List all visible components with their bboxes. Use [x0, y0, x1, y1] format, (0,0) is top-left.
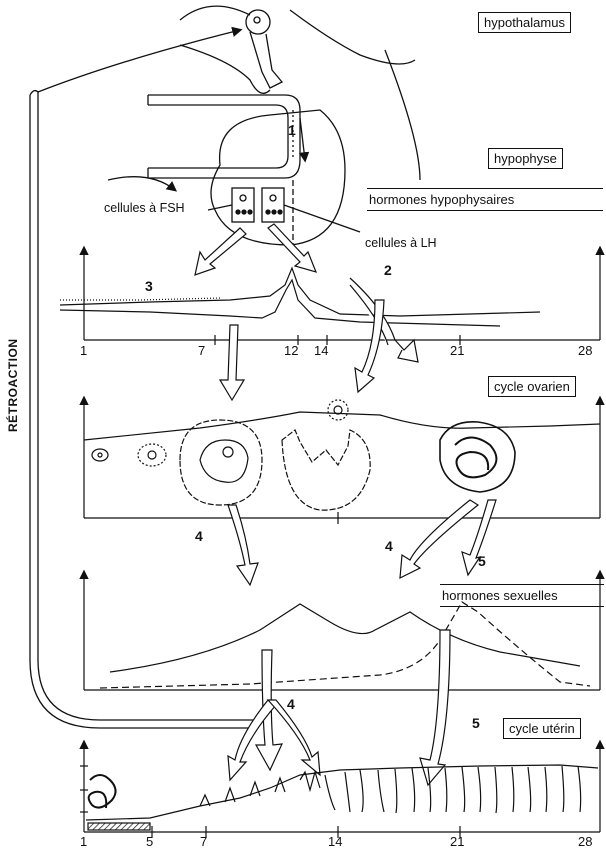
- graph-hormones-hypophysaires: [60, 248, 600, 345]
- step-number-5b: 5: [472, 715, 480, 731]
- tick-label: 14: [314, 343, 328, 358]
- tick-label: 21: [450, 343, 464, 358]
- label-hypothalamus: hypothalamus: [478, 12, 571, 33]
- step-number-4b: 4: [385, 538, 393, 554]
- tick-label: 28: [578, 343, 592, 358]
- graph-cycle-uterin: [80, 742, 600, 838]
- tick-label: 5: [146, 834, 153, 849]
- tick-label: 14: [328, 834, 342, 849]
- tick-label: 7: [200, 834, 207, 849]
- label-cycle-uterin: cycle utérin: [503, 718, 581, 739]
- step-number-2: 2: [384, 262, 392, 278]
- step-number-4a: 4: [195, 528, 203, 544]
- label-cellules-fsh: cellules à FSH: [104, 201, 185, 215]
- label-retroaction: RÉTROACTION: [6, 339, 20, 433]
- tick-label: 1: [80, 343, 87, 358]
- tick-label: 7: [198, 343, 205, 358]
- portal-vessel: [148, 95, 300, 178]
- label-hormones-hypophysaires: hormones hypophysaires: [367, 188, 603, 211]
- tick-label: 28: [578, 834, 592, 849]
- graph-cycle-ovarien: [84, 398, 600, 524]
- label-cycle-ovarien: cycle ovarien: [488, 376, 576, 397]
- retroaction-loop: [30, 30, 255, 728]
- flow-arrows-upper: [195, 224, 418, 400]
- step-number-1: 1: [288, 122, 296, 138]
- tick-label: 1: [80, 834, 87, 849]
- step-number-3: 3: [145, 278, 153, 294]
- label-hormones-sexuelles: hormones sexuelles: [440, 584, 604, 607]
- tick-label: 12: [284, 343, 298, 358]
- label-hypophyse: hypophyse: [488, 148, 563, 169]
- label-cellules-lh: cellules à LH: [365, 236, 437, 250]
- flow-arrows-lower: [228, 630, 450, 785]
- step-number-5a: 5: [478, 553, 486, 569]
- step-number-4c: 4: [287, 696, 295, 712]
- flow-arrows-middle: [228, 500, 496, 585]
- tick-label: 21: [450, 834, 464, 849]
